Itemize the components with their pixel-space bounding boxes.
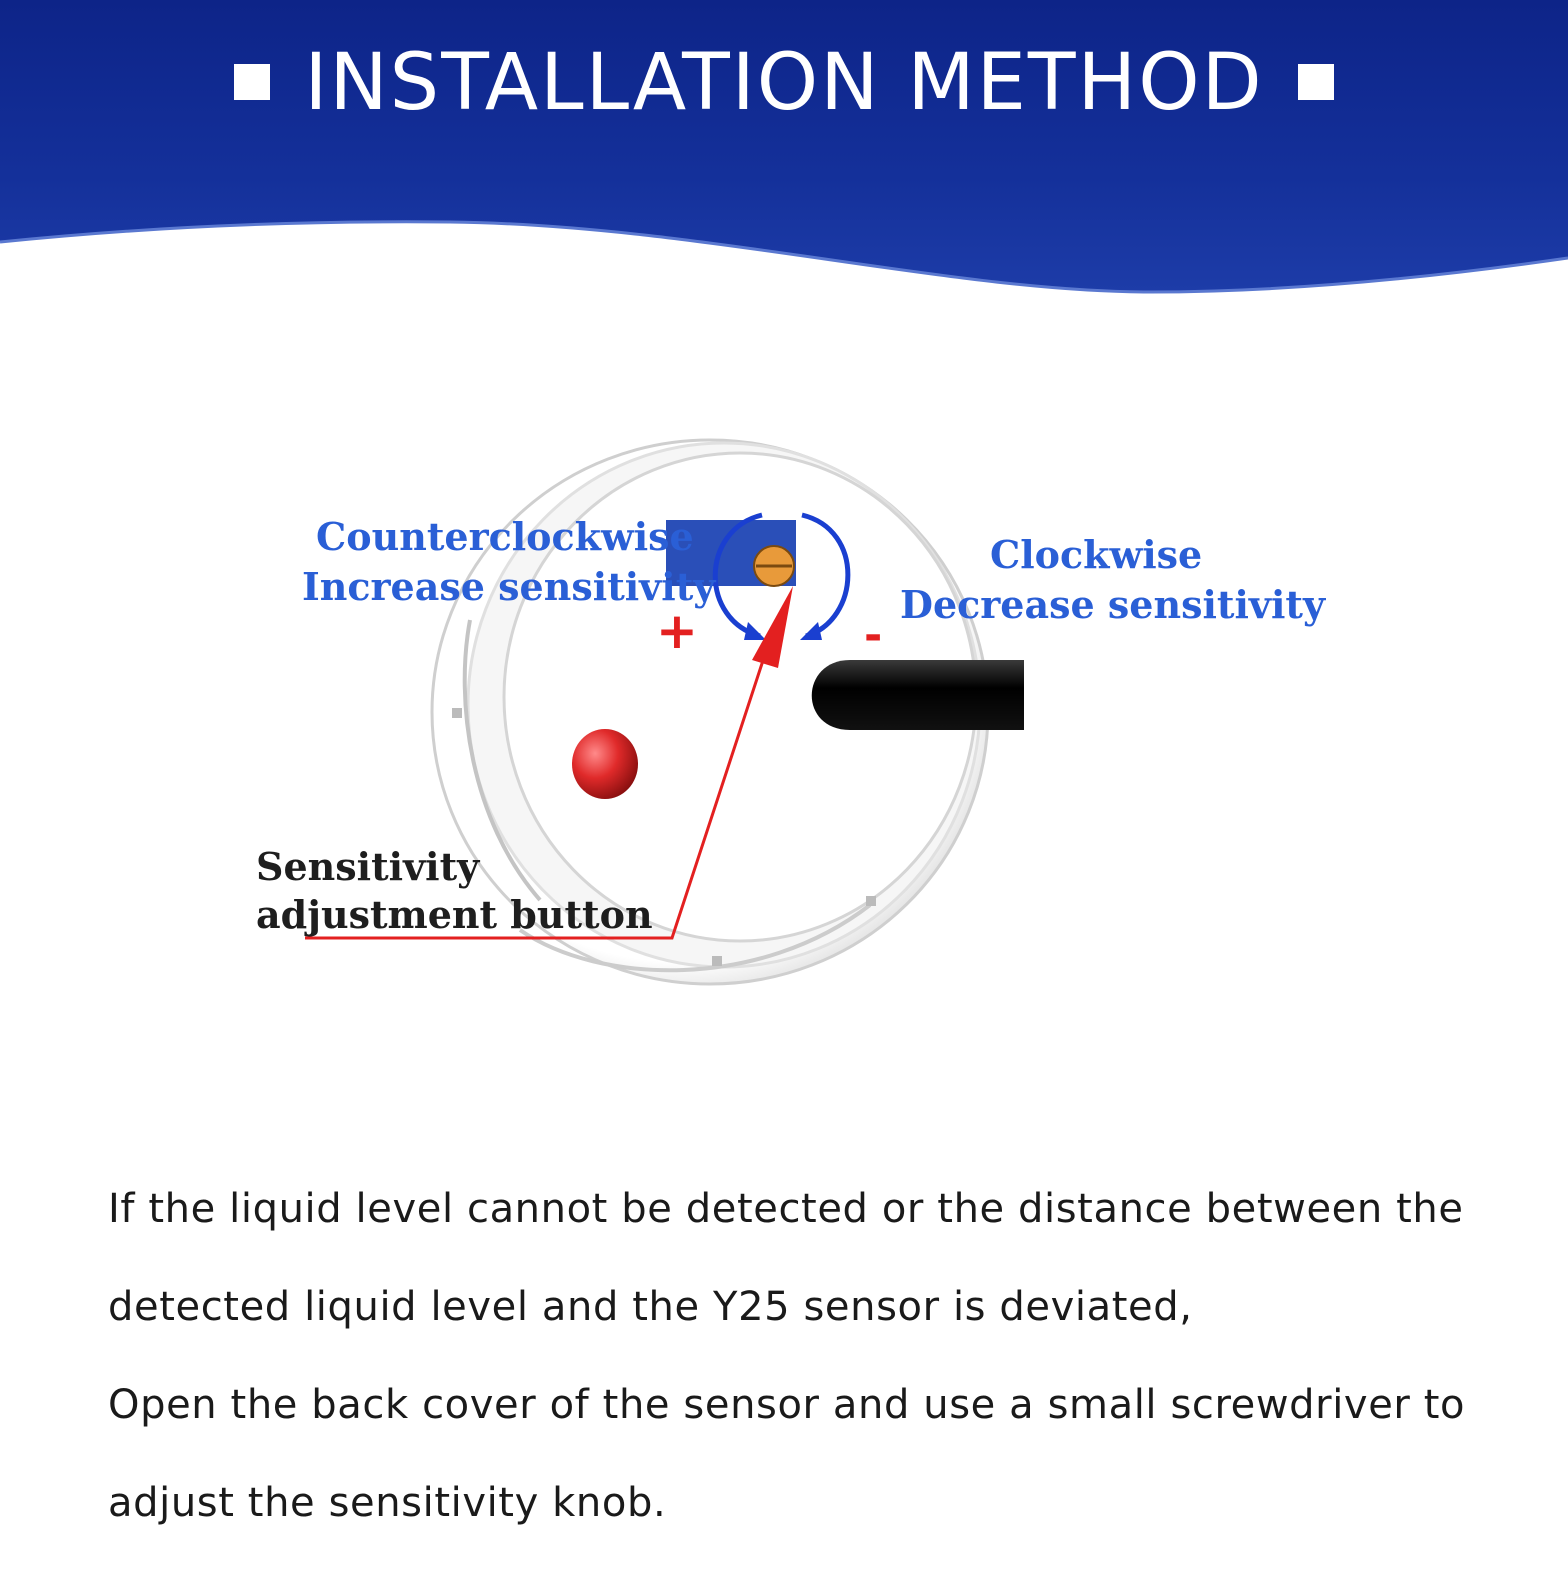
clockwise-label: Clockwise: [990, 532, 1203, 577]
instruction-line: detected liquid level and the Y25 sensor…: [108, 1284, 1193, 1330]
page-title: INSTALLATION METHOD: [0, 38, 1568, 128]
sensor-illustration: [305, 438, 1024, 986]
instruction-line: Open the back cover of the sensor and us…: [108, 1382, 1466, 1428]
sensor-diagram: Counterclockwise Increase sensitivity Cl…: [0, 400, 1568, 1020]
header-banner: INSTALLATION METHOD: [0, 0, 1568, 300]
counterclockwise-arrow-icon: [712, 512, 766, 640]
pointer-arrow: [305, 586, 793, 940]
button-label-line1: Sensitivity: [256, 844, 480, 889]
sensor-housing: [430, 438, 990, 986]
banner-wave-background: [0, 0, 1568, 294]
clockwise-arrow-icon: [800, 512, 851, 640]
minus-sign: -: [864, 610, 883, 661]
page-title-text: INSTALLATION METHOD: [304, 38, 1264, 128]
decrease-sensitivity-label: Decrease sensitivity: [900, 582, 1326, 627]
instructions-text: If the liquid level cannot be detected o…: [108, 1178, 1508, 1570]
plus-sign: +: [656, 602, 698, 660]
sensor-cable: [811, 660, 1024, 730]
instruction-line: adjust the sensitivity knob.: [108, 1480, 667, 1526]
counterclockwise-label: Counterclockwise: [316, 514, 694, 559]
instruction-line: If the liquid level cannot be detected o…: [108, 1186, 1464, 1232]
increase-sensitivity-label: Increase sensitivity: [302, 564, 716, 609]
button-label-line2: adjustment button: [256, 892, 653, 937]
square-bullet-icon: [1297, 63, 1334, 100]
square-bullet-icon: [234, 63, 271, 100]
indicator-led: [572, 729, 638, 799]
